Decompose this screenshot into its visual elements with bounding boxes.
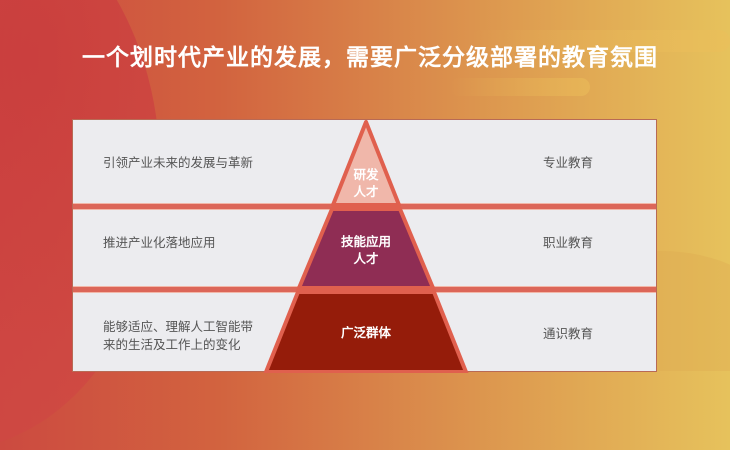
- pyramid-tier-top-label: 研发 人才: [353, 167, 379, 199]
- page-title: 一个划时代产业的发展，需要广泛分级部署的教育氛围: [82, 45, 658, 71]
- row-3-education: 通识教育: [542, 326, 593, 341]
- pyramid-tier-top: [331, 120, 401, 207]
- background-decoration-pill: [470, 30, 730, 52]
- pyramid-tier-bottom-label: 广泛群体: [340, 325, 391, 340]
- row-3-description: 能够适应、理解人工智能带 来的生活及工作上的变化: [103, 318, 253, 354]
- row-3-description-line-2: 来的生活及工作上的变化: [103, 337, 241, 352]
- row-2-education: 职业教育: [542, 235, 593, 250]
- row-1-description: 引领产业未来的发展与革新: [103, 155, 254, 170]
- row-2-description: 推进产业化落地应用: [103, 235, 216, 250]
- pyramid-diagram: [263, 120, 469, 373]
- pyramid-tier-bottom: [263, 290, 469, 373]
- pyramid-tier-middle-label: 技能应用 人才: [340, 234, 391, 266]
- background-decoration-pill: [450, 78, 590, 96]
- row-1-education: 专业教育: [542, 155, 593, 170]
- pyramid-tier-middle: [295, 207, 437, 290]
- education-tier-table: 引领产业未来的发展与革新 专业教育 推进产业化落地应用 职业教育 能够适应、理解…: [72, 119, 657, 373]
- row-3-description-line-1: 能够适应、理解人工智能带: [103, 319, 254, 334]
